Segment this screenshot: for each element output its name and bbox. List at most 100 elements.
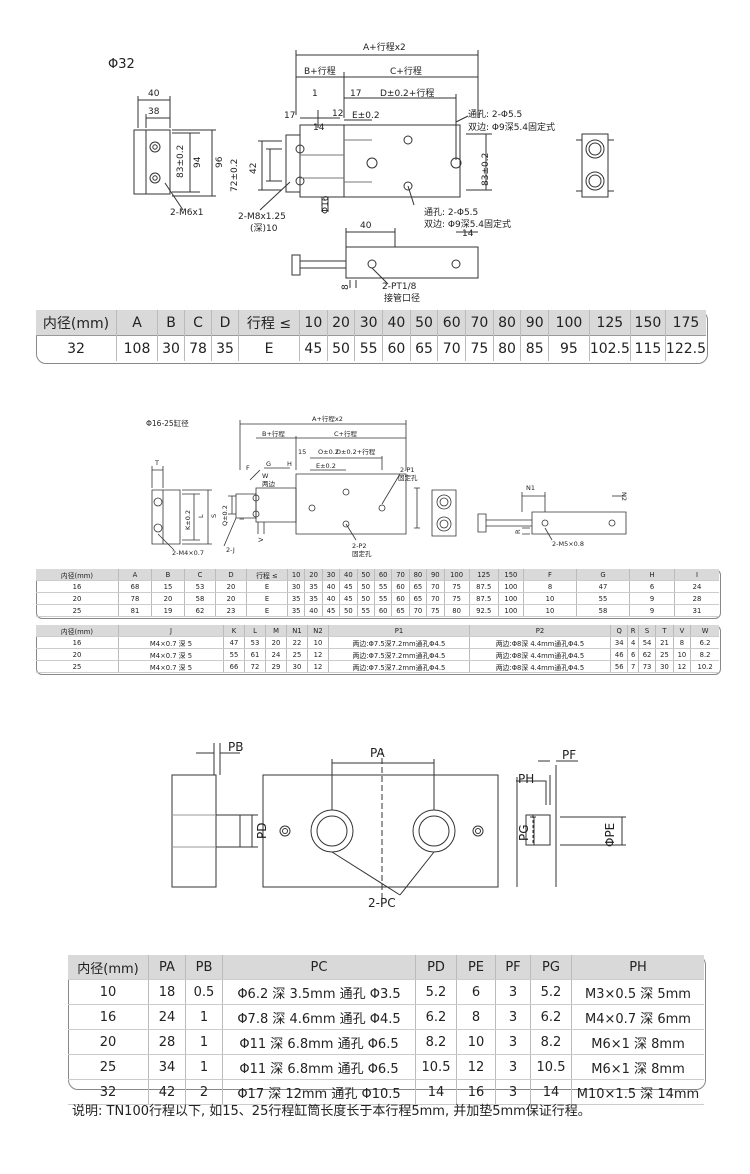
d1-dim: 38 — [148, 107, 160, 117]
table-cell: 65 — [409, 580, 428, 593]
table-header-cell: PB — [185, 955, 223, 980]
table-cell: 65 — [409, 592, 428, 605]
table-cell: 20 — [265, 636, 287, 649]
table-header-cell: L — [244, 625, 266, 637]
table-cell: E — [246, 592, 288, 605]
d2-dim: L — [197, 514, 205, 518]
table-header-cell: 70 — [465, 310, 494, 336]
table-cell: Φ6.2 深 3.5mm 通孔 Φ3.5 — [222, 979, 416, 1005]
table-cell: 8 — [523, 580, 577, 593]
table-header-cell: I — [674, 569, 719, 581]
table-cell: 68 — [118, 580, 152, 593]
table-cell: 35 — [287, 592, 306, 605]
table-cell: 75 — [465, 335, 494, 361]
table-header-cell: D — [211, 310, 239, 336]
table-cell: 14 — [530, 1079, 572, 1105]
table-header-cell: PG — [530, 955, 572, 980]
d2-dim: 2-P2 — [352, 542, 367, 550]
table-cell: 8.2 — [690, 648, 719, 661]
table-cell: 61 — [244, 648, 266, 661]
table-cell: 12 — [307, 660, 329, 673]
table-header-cell: 60 — [374, 569, 393, 581]
table-header-cell: C — [184, 310, 212, 336]
table-cell: 78 — [184, 335, 212, 361]
table-cell: Φ11 深 6.8mm 通孔 Φ6.5 — [222, 1054, 416, 1080]
table-header-row: 内径(mm) J K L M N1 N2 P1 P2 Q R S T V W — [36, 625, 719, 637]
table-cell: M4×0.7 深 5 — [118, 636, 224, 649]
table-header-cell: PC — [222, 955, 416, 980]
table-header-cell: 125 — [469, 569, 499, 581]
d2-dim: 固定孔 — [352, 549, 372, 558]
table-cell: 10 — [456, 1029, 496, 1055]
table-cell: 1 — [185, 1029, 223, 1055]
table-cell: 46 — [610, 648, 629, 661]
table-header-row: 内径(mm) PA PB PC PD PE PF PG PH — [68, 955, 704, 980]
table-cell: 40 — [322, 580, 341, 593]
footnote: 说明: TN100行程以下, 如15、25行程缸筒长度长于本行程5mm, 并加垫… — [72, 1104, 591, 1119]
table-header-cell: J — [118, 625, 224, 637]
table-header-row: 内径(mm) A B C D 行程 ≤ 10 20 30 40 50 60 70… — [36, 569, 719, 581]
d3-label-pe: ΦPE — [603, 823, 617, 847]
table-cell: 60 — [391, 592, 410, 605]
table-row: 32 108 30 78 35 E 45 50 55 60 65 70 75 8… — [36, 335, 706, 361]
table-cell: 100 — [498, 592, 525, 605]
table-cell: 100 — [498, 580, 525, 593]
table-header-cell: 90 — [520, 310, 550, 336]
table-cell: 62 — [638, 648, 657, 661]
table-cell: 8 — [673, 636, 692, 649]
table-header-cell: D — [215, 569, 247, 581]
table-cell: M3×0.5 深 5mm — [571, 979, 704, 1005]
d1-dim: 8 — [341, 284, 351, 290]
table-cell: 6.2 — [415, 1004, 457, 1030]
table-cell: 8.2 — [530, 1029, 572, 1055]
d2-dim: Q±0.2 — [221, 505, 229, 526]
table-cell: 85 — [520, 335, 550, 361]
d1-dim: 2-M6x1 — [170, 208, 204, 218]
table-header-cell: A — [118, 569, 152, 581]
table-cell: 30 — [157, 335, 185, 361]
table-cell: 42 — [148, 1079, 186, 1105]
table-cell: 8.2 — [415, 1029, 457, 1055]
d1-dim: 83±0.2 — [176, 145, 186, 178]
table-cell: 55 — [576, 592, 630, 605]
d2-dim: N2 — [620, 492, 628, 501]
table-cell: 60 — [382, 335, 411, 361]
table-cell: 2 — [185, 1079, 223, 1105]
table-cell: Φ11 深 6.8mm 通孔 Φ6.5 — [222, 1029, 416, 1055]
table-cell: 53 — [184, 580, 216, 593]
table-cell: 6 — [629, 580, 675, 593]
table-cell: M6×1 深 8mm — [571, 1054, 704, 1080]
table-header-cell: G — [576, 569, 630, 581]
table-cell: 34 — [148, 1054, 186, 1080]
d3-label-pf: PF — [562, 748, 576, 762]
table-cell: 60 — [374, 604, 393, 617]
table-header-cell: P1 — [328, 625, 470, 637]
table-cell: 45 — [339, 580, 358, 593]
table-cell: 29 — [265, 660, 287, 673]
d3-label-pg: PG — [517, 824, 531, 841]
table-header-cell: 100 — [548, 310, 590, 336]
table-cell: M6×1 深 8mm — [571, 1029, 704, 1055]
table-header-cell: 125 — [589, 310, 631, 336]
table-cell: 25 — [655, 648, 674, 661]
table-header-cell: 20 — [304, 569, 323, 581]
d1-dim: 96 — [215, 156, 225, 168]
d1-dim: 40 — [148, 89, 160, 99]
table-header-cell: 80 — [409, 569, 428, 581]
table-cell: 3 — [495, 1054, 531, 1080]
table-cell: 92.5 — [469, 604, 499, 617]
d1-dim: 12 — [332, 109, 343, 119]
table-header-cell: 内径(mm) — [36, 625, 119, 637]
table-header-cell: 行程 ≤ — [238, 310, 300, 336]
table-header-cell: A — [116, 310, 158, 336]
d1-dim: 94 — [193, 156, 203, 168]
table-cell: 40 — [322, 592, 341, 605]
d1-dim: 83±0.2 — [481, 153, 491, 186]
table-cell: 20 — [215, 580, 247, 593]
table-cell: 75 — [444, 580, 470, 593]
table-header-cell: 50 — [410, 310, 439, 336]
table-cell: 21 — [655, 636, 674, 649]
